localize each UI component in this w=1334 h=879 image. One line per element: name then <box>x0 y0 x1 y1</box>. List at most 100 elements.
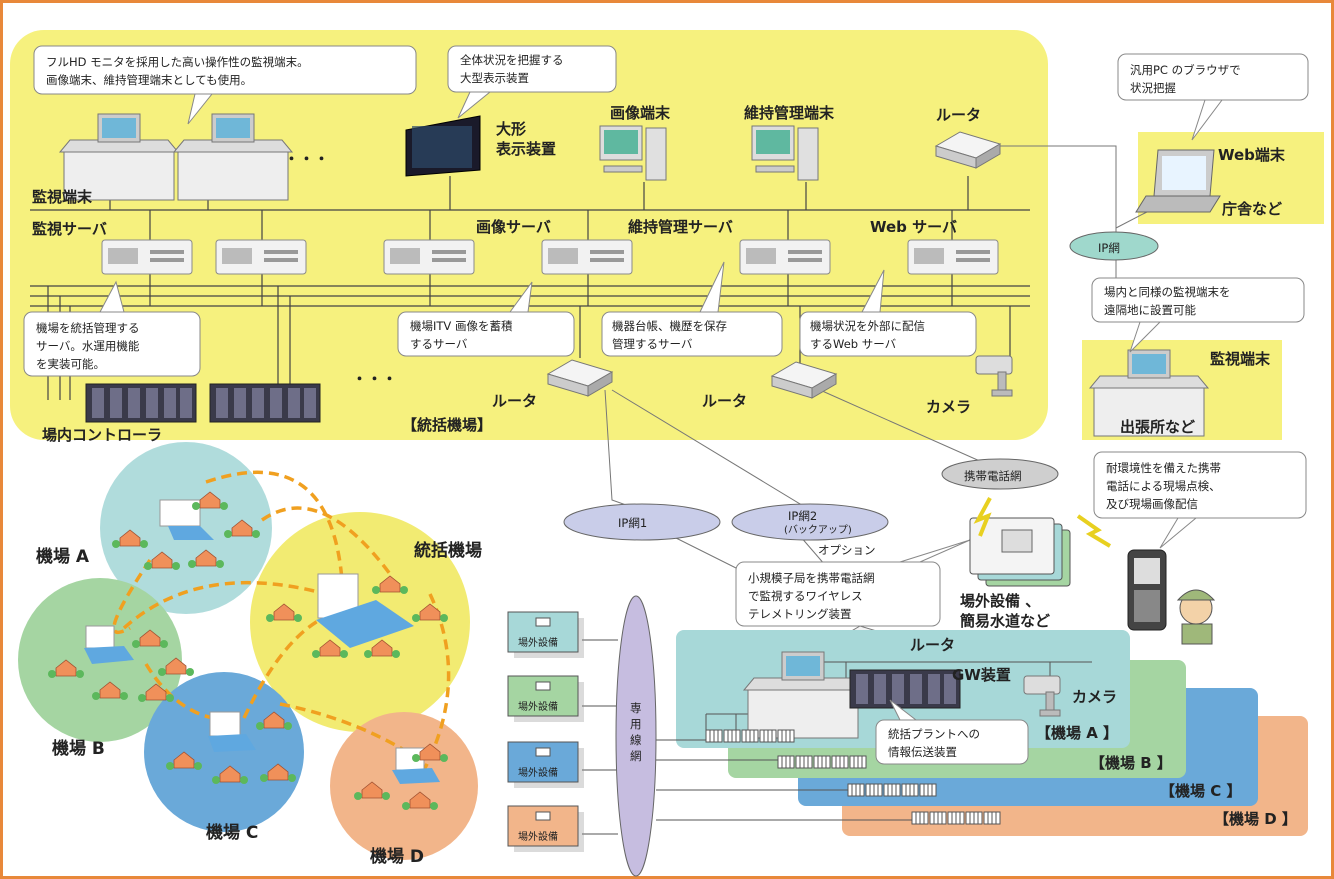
callout-browser-line1: 汎用PC のブラウザで <box>1130 63 1241 77</box>
camera-top-label: カメラ <box>926 398 971 416</box>
callout-telemetry-pointer <box>899 539 971 563</box>
dedicated-line-char2: 用 <box>630 717 642 731</box>
dedicated-line-char1: 専 <box>630 701 642 715</box>
callout-gw-line1: 統括プラントへの <box>888 727 980 741</box>
callout-display-line2: 大型表示装置 <box>460 71 529 85</box>
callout-telemetry-box <box>735 561 941 627</box>
ip2-sub-label: (バックアップ) <box>784 524 852 536</box>
callout-itv-box <box>397 311 575 357</box>
site-central-label: 統括機場 <box>414 540 482 561</box>
site-d-tag: 【機場 D 】 <box>1214 810 1297 828</box>
ip1-ellipse <box>563 503 721 541</box>
dedicated-line-ellipse <box>615 595 657 877</box>
central-tag: 【統括機場】 <box>402 416 492 434</box>
site-map <box>18 442 478 860</box>
maintenance-server-label: 維持管理サーバ <box>628 218 733 236</box>
callout-telemetry-line1: 小規模子局を携帯電話網 <box>748 571 875 585</box>
callout-monitor-line1: フルHD モニタを採用した高い操作性の監視端末。 <box>46 55 309 69</box>
large-display-label2: 表示装置 <box>496 140 556 158</box>
callout-phone-line1: 耐環境性を備えた携帯 <box>1106 461 1221 475</box>
callout-phone-line2: 電話による現場点検、 <box>1106 479 1221 493</box>
antenna-icon <box>973 497 1112 548</box>
dots-mid: ・・・ <box>352 370 397 388</box>
callout-phone-pointer <box>1159 517 1198 549</box>
ip-net-ellipse <box>1069 231 1159 261</box>
callout-display-pointer <box>457 91 492 119</box>
remote-monitor-label: 監視端末 <box>1210 350 1271 368</box>
callout-phone-line3: 及び現場画像配信 <box>1106 497 1198 511</box>
field-cabinet-icon <box>969 517 1071 587</box>
ip2-label: IP網2 <box>788 509 817 523</box>
controller-label: 場内コントローラ <box>42 426 162 444</box>
facility-d-label: 場外設備 <box>518 830 558 843</box>
large-display-icon <box>405 115 481 177</box>
mobile-phone-icon <box>1127 549 1167 631</box>
callout-gw-box <box>875 719 1029 765</box>
image-server-label: 画像サーバ <box>476 218 551 236</box>
callout-display-box <box>447 45 617 93</box>
maintenance-terminal-label: 維持管理端末 <box>744 104 835 122</box>
callout-browser-line2: 状況把握 <box>1130 81 1176 95</box>
ip-net-label: IP網 <box>1098 241 1120 255</box>
callout-gw-line2: 情報伝送装置 <box>888 745 957 759</box>
callout-remote-line2: 遠隔地に設置可能 <box>1104 303 1196 317</box>
callout-web-pointer <box>861 269 885 313</box>
callout-remote-box <box>1091 277 1305 323</box>
callout-web-line1: 機場状況を外部に配信 <box>810 319 925 333</box>
facility-c-label: 場外設備 <box>518 766 558 779</box>
site-a-label: 機場 A <box>36 546 90 567</box>
callout-ledger-box <box>601 311 783 357</box>
callout-telemetry-line2: で監視するワイヤレス <box>748 589 863 603</box>
dedicated-line-char4: 網 <box>630 749 642 763</box>
callout-remote-line1: 場内と同様の監視端末を <box>1104 285 1231 299</box>
option-label: オプション <box>818 543 876 557</box>
ip2-ellipse <box>731 503 889 541</box>
site-c-label: 機場 C <box>206 822 258 843</box>
web-server-label: Web サーバ <box>870 218 957 236</box>
site-a-tag: 【機場 A 】 <box>1036 724 1118 742</box>
office-label: 庁舎など <box>1221 200 1282 218</box>
callout-central-line2: サーバ。水運用機能 <box>36 339 140 353</box>
callout-web-box <box>799 311 977 357</box>
mobile-net-ellipse <box>941 458 1059 490</box>
callout-phone-box <box>1093 451 1307 519</box>
callout-central-line1: 機場を統括管理する <box>36 321 140 335</box>
callout-ledger-pointer <box>699 261 725 313</box>
callout-monitor-pointer <box>187 93 214 125</box>
callout-web-line2: するWeb サーバ <box>810 337 897 351</box>
router-a-label: ルータ <box>492 392 537 410</box>
callout-itv-line2: するサーバ <box>410 337 468 351</box>
large-display-label1: 大形 <box>496 120 526 138</box>
outdoor-line2: 簡易水道など <box>960 612 1050 630</box>
callout-display-line1: 全体状況を把握する <box>460 53 564 67</box>
dedicated-line-char3: 線 <box>630 733 642 747</box>
facility-b-label: 場外設備 <box>518 700 558 713</box>
outdoor-line1: 場外設備 、 <box>960 592 1040 610</box>
callout-monitor-line2: 画像端末、維持管理端末としても使用。 <box>46 73 252 87</box>
dots-top: ・・・ <box>284 150 329 168</box>
callout-itv-pointer <box>509 281 533 313</box>
site-b-label: 機場 B <box>52 738 105 759</box>
worker-icon <box>1176 589 1216 645</box>
laptop-icon <box>1135 149 1221 213</box>
callout-monitor-box <box>33 45 417 95</box>
branch-label: 出張所など <box>1120 418 1195 436</box>
ip1-label: IP網1 <box>618 516 647 530</box>
plant-router-label: ルータ <box>910 636 955 654</box>
site-d-label: 機場 D <box>370 846 424 867</box>
monitor-server-label: 監視サーバ <box>32 220 107 238</box>
callout-remote-pointer <box>1129 321 1162 353</box>
callout-central-pointer <box>99 280 125 313</box>
callout-central-line3: を実装可能。 <box>36 357 105 371</box>
site-b-tag: 【機場 B 】 <box>1090 754 1172 772</box>
callout-telemetry-line3: テレメトリング装置 <box>748 607 852 621</box>
site-c-tag: 【機場 C 】 <box>1160 782 1241 800</box>
callout-itv-line1: 機場ITV 画像を蓄積 <box>410 319 513 333</box>
router-b-label: ルータ <box>702 392 747 410</box>
callout-ledger-line1: 機器台帳、機歴を保存 <box>612 319 727 333</box>
gw-label: GW装置 <box>952 666 1011 684</box>
callout-gw-pointer <box>889 699 918 721</box>
